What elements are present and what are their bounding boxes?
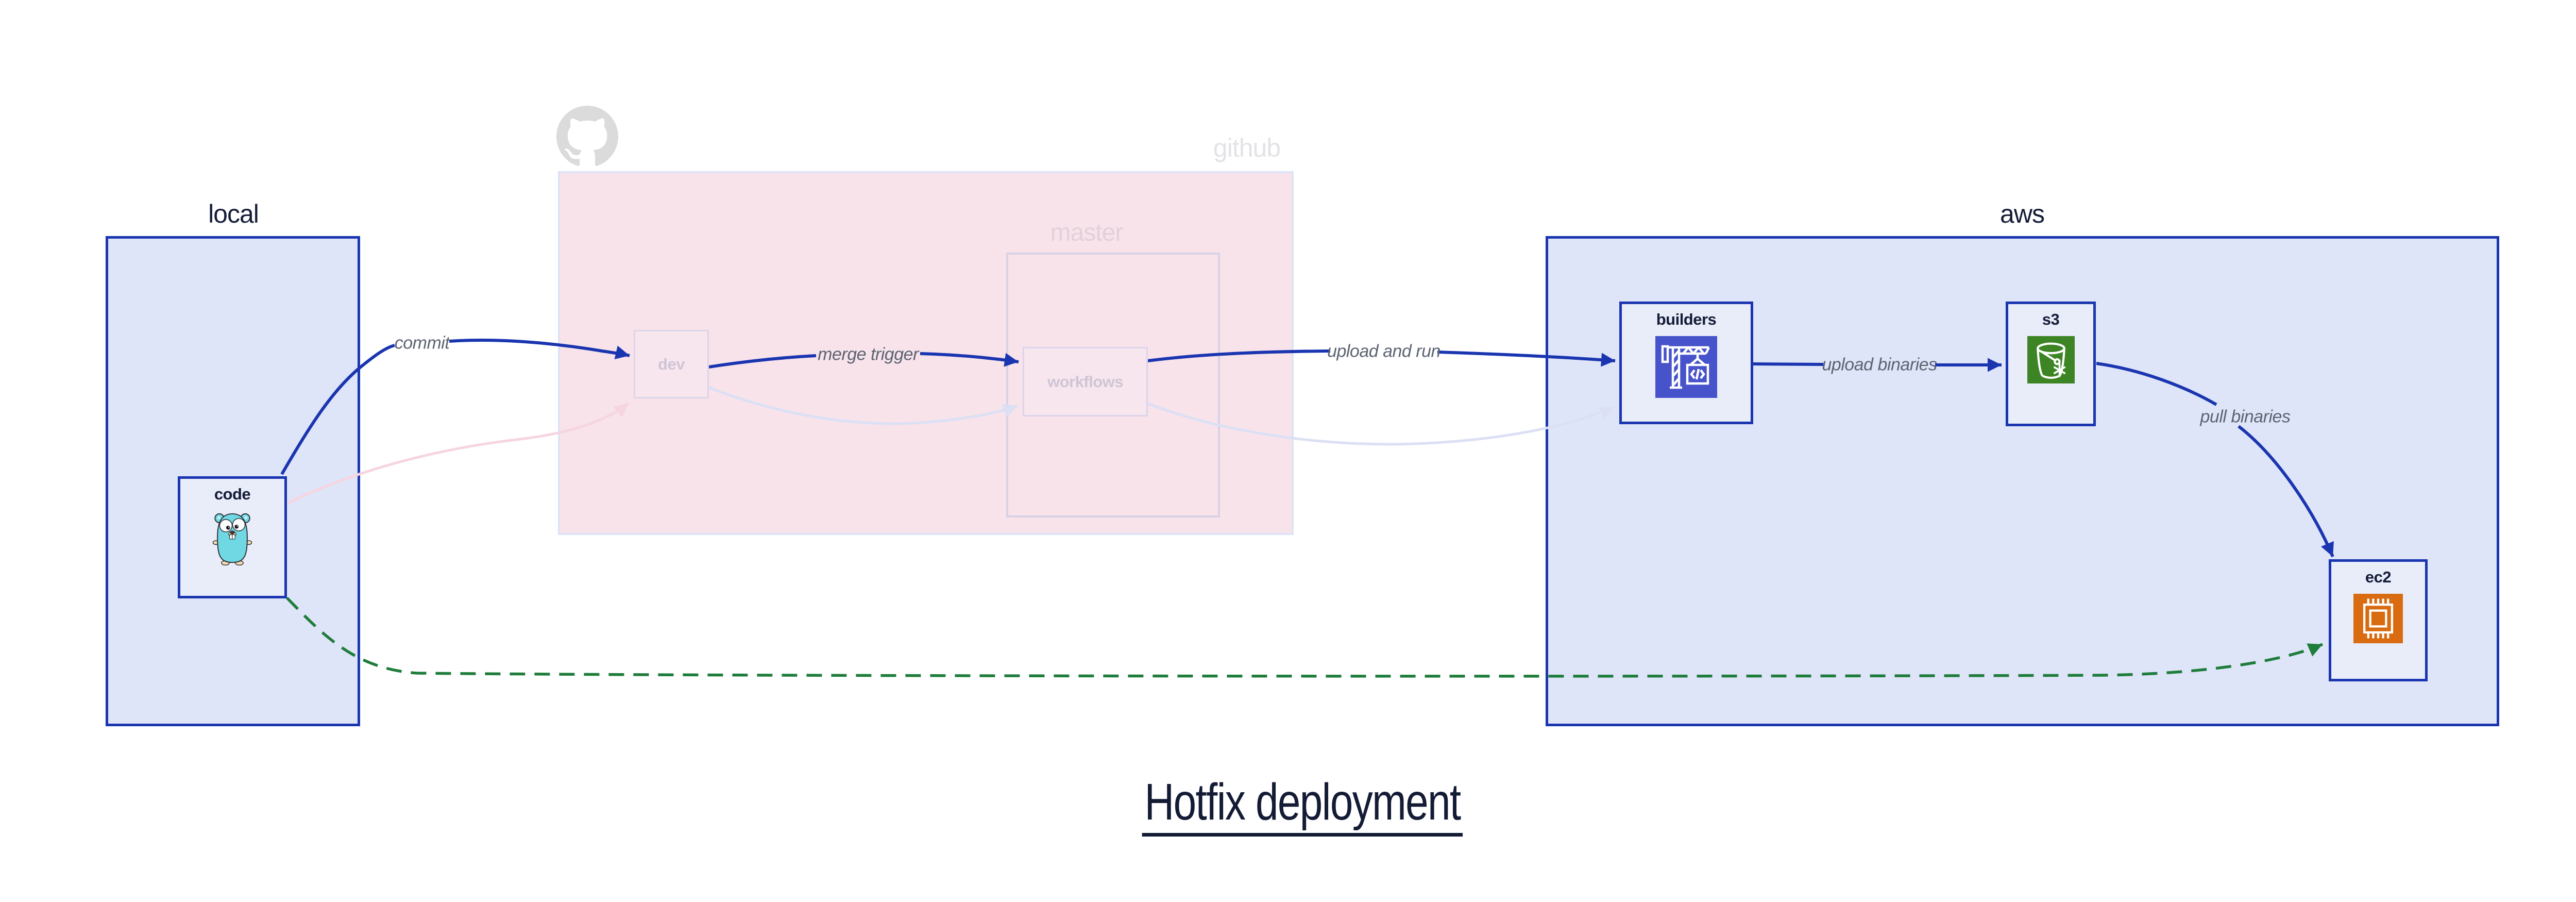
octocat-icon: [556, 106, 618, 166]
upload-binaries-edge-label: upload binaries: [1822, 355, 1937, 375]
dev-node: dev: [634, 330, 709, 398]
code-node: code: [178, 476, 287, 598]
workflows-node-label: workflows: [1047, 372, 1124, 391]
commit-edge-label: commit: [394, 333, 450, 353]
master-branch-label: master: [1050, 219, 1124, 246]
master-branch-box: [1006, 253, 1220, 517]
s3-bucket-icon: [2027, 336, 2075, 383]
aws-region-label: aws: [2000, 199, 2045, 228]
ec2-node-label: ec2: [2365, 568, 2392, 586]
codebuild-crane-icon: [1655, 336, 1717, 398]
diagram-title: Hotfix deployment: [1142, 776, 1463, 837]
pull-binaries-edge-label: pull binaries: [2200, 407, 2291, 427]
ec2-node: ec2: [2329, 559, 2428, 681]
ec2-chip-icon: [2353, 594, 2403, 643]
code-node-label: code: [214, 485, 251, 503]
builders-node-label: builders: [1656, 310, 1717, 328]
merge-trigger-edge-label: merge trigger: [818, 344, 919, 364]
workflows-node: workflows: [1023, 347, 1148, 416]
builders-node: builders: [1619, 302, 1753, 424]
dev-node-label: dev: [658, 355, 685, 373]
s3-node-label: s3: [2042, 310, 2060, 328]
go-gopher-icon: [212, 513, 252, 565]
s3-node: s3: [2006, 302, 2096, 426]
upload-and-run-edge-label: upload and run: [1327, 341, 1440, 361]
local-region-label: local: [208, 199, 259, 228]
github-region-label: github: [1213, 133, 1281, 162]
